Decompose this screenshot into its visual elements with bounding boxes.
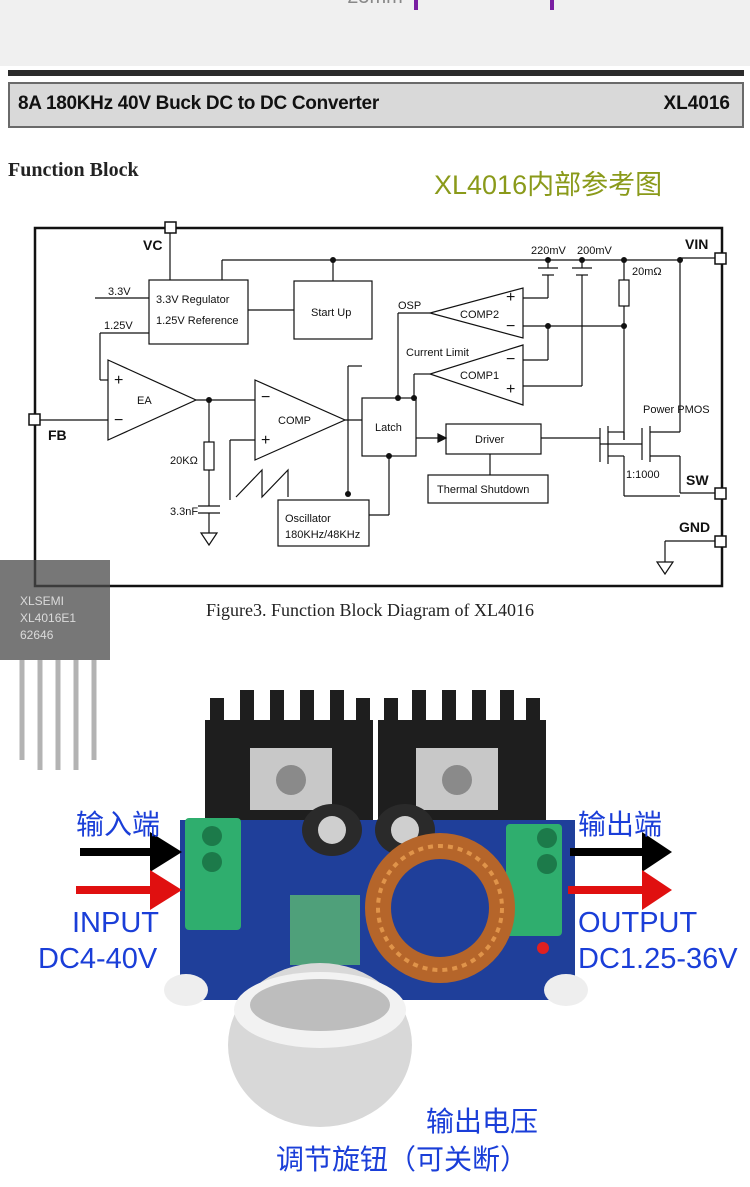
label-driver: Driver [475, 434, 505, 446]
pin-label-vc: VC [143, 237, 162, 253]
label-regulator-1: 3.3V Regulator [156, 294, 230, 306]
ic-frame [33, 226, 724, 588]
label-osp: OSP [398, 300, 421, 312]
output-voltage-label-cn: 输出电压 [426, 1106, 539, 1137]
comp2-plus: + [506, 289, 515, 306]
label-oscillator-1: Oscillator [285, 513, 331, 525]
function-block-diagram: VC VIN FB SW GND [28, 221, 727, 588]
label-current-limit: Current Limit [406, 347, 469, 359]
output-arrow-red-head [642, 870, 672, 910]
label-3v3: 3.3V [108, 286, 131, 298]
label-power-pmos: Power PMOS [643, 404, 710, 416]
dimension-marker-left [414, 0, 418, 10]
product-photo: XLSEMI XL4016E1 62646 [0, 560, 672, 1127]
label-oscillator-2: 180KHz/48KHz [285, 529, 360, 541]
pin-label-vin: VIN [685, 236, 708, 252]
chip-marking-1: XLSEMI [20, 594, 64, 608]
chip-marking-3: 62646 [20, 628, 54, 642]
error-amplifier [107, 359, 198, 441]
input-arrow-red-head [150, 870, 182, 910]
comp1-plus: + [506, 381, 515, 398]
to220-chip: XLSEMI XL4016E1 62646 [0, 560, 110, 770]
label-3n3: 3.3nF [170, 506, 198, 518]
pin-fb [28, 413, 41, 426]
pwm-comparator [254, 379, 347, 461]
status-led [537, 942, 549, 954]
thermal-block [427, 474, 549, 504]
pin-sw [714, 487, 727, 500]
ea-minus: − [114, 412, 123, 429]
label-thermal: Thermal Shutdown [437, 484, 529, 496]
sawtooth-waveform [235, 468, 289, 499]
input-arrow-black-head [150, 832, 182, 872]
label-200mv: 200mV [577, 245, 613, 257]
output-arrow-black-head [642, 832, 672, 872]
top-strip [0, 0, 750, 66]
pin-label-sw: SW [686, 472, 709, 488]
comp-resistor [203, 441, 215, 471]
label-20m: 20mΩ [632, 266, 662, 278]
part-number: XL4016 [663, 93, 730, 114]
cn-reference-title: XL4016内部参考图 [434, 170, 663, 200]
input-terminal-label-cn: 输入端 [76, 809, 161, 840]
pin-vin [714, 252, 727, 265]
pin-gnd [714, 535, 727, 548]
driver-block [445, 423, 542, 455]
dimension-label: 25mm [0, 0, 750, 9]
header-rule [8, 70, 744, 76]
output-terminal-label-cn: 输出端 [578, 809, 663, 840]
label-ratio: 1:1000 [626, 469, 660, 481]
dimension-marker-right [550, 0, 554, 10]
label-comp2: COMP2 [460, 309, 499, 321]
ea-plus: + [114, 372, 123, 389]
figure-caption: Figure3. Function Block Diagram of XL401… [206, 600, 534, 620]
label-220mv: 220mV [531, 245, 567, 257]
label-1v25: 1.25V [104, 320, 133, 332]
regulator-block [148, 279, 249, 345]
comp2-minus: − [506, 318, 515, 335]
label-ea: EA [137, 395, 152, 407]
input-voltage-range: DC4-40V [38, 943, 158, 975]
label-20k: 20KΩ [170, 455, 198, 467]
comp1 [428, 344, 524, 406]
comp2 [427, 287, 524, 339]
label-startup: Start Up [311, 307, 351, 319]
datasheet-title: 8A 180KHz 40V Buck DC to DC Converter [18, 93, 379, 114]
label-latch: Latch [375, 422, 402, 434]
comp-plus: + [261, 432, 270, 449]
pin-vc [164, 221, 177, 234]
label-regulator-2: 1.25V Reference [156, 315, 239, 327]
label-comp: COMP [278, 415, 311, 427]
output-voltage-range: DC1.25-36V [578, 943, 738, 975]
output-label: OUTPUT [578, 907, 698, 939]
datasheet-header [8, 82, 744, 128]
function-block-heading: Function Block [8, 159, 139, 181]
label-comp1: COMP1 [460, 370, 499, 382]
potentiometer [290, 895, 360, 965]
chip-marking-2: XL4016E1 [20, 611, 76, 625]
comp1-minus: − [506, 351, 515, 368]
sense-resistor [618, 279, 630, 307]
terminal-output [506, 824, 562, 936]
input-label: INPUT [72, 907, 159, 939]
pin-label-gnd: GND [679, 519, 710, 535]
comp-minus: − [261, 389, 270, 406]
adjust-knob-label-cn: 调节旋钮（可关断） [276, 1144, 529, 1175]
pin-label-fb: FB [48, 427, 67, 443]
oscillator-block [277, 499, 370, 547]
terminal-input [185, 818, 241, 930]
